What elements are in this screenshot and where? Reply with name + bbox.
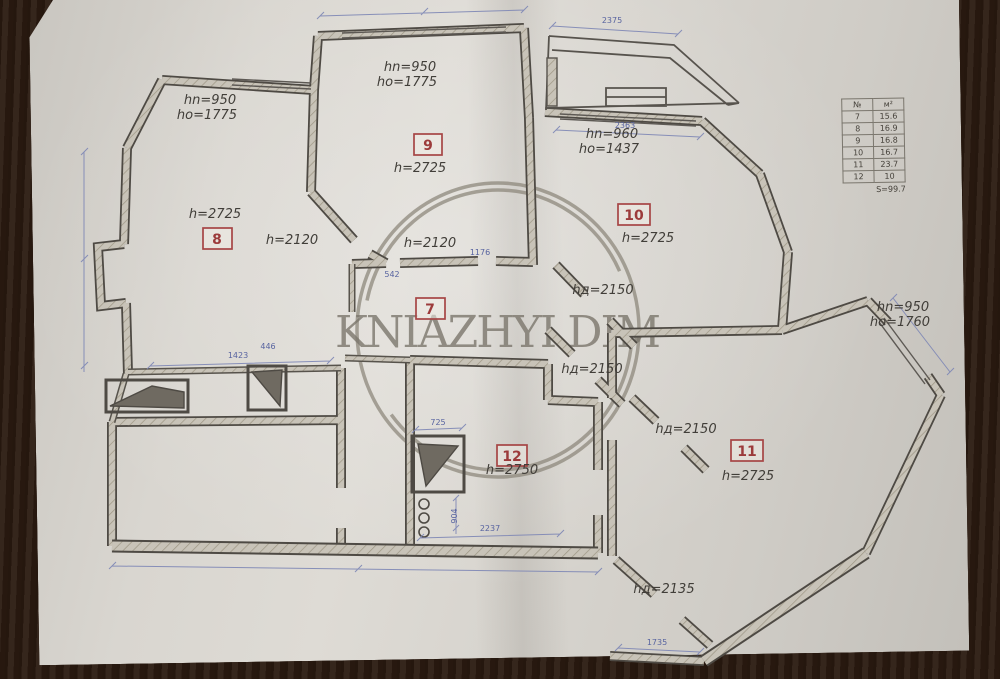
room-tag-12: 12 [496,444,528,467]
vent-shaft-frame [104,378,190,414]
door-height-label: hд=2150 [655,422,716,437]
window-label: ho=1437 [579,142,640,157]
window-label: ho=1760 [870,315,930,330]
area-table-header-cell: м² [872,97,904,111]
area-table-row: 7 15.6 [841,109,905,124]
area-table-row: 8 16.9 [842,121,905,136]
dim-number: 725 [430,418,445,427]
area-table: № м² 7 15.6 8 16.9 9 16.8 10 16.7 11 23.… [841,97,906,194]
room-height-label: h=2725 [189,207,241,222]
area-table-row: 10 16.7 [842,145,905,160]
plumbing-risers [418,498,430,538]
door-height-label: hд=2150 [572,283,633,298]
vent-shaft-frame [246,364,288,412]
room-height-label: h=2725 [622,231,674,246]
dimension-numbers: 2375 2363 1423 446 725 904 2237 1735 542… [228,16,667,647]
dim-number: 2237 [480,524,500,533]
watermark-text: KNIAZHYI DIM [335,307,665,358]
dim-number: 542 [384,270,399,279]
dim-number: 904 [450,508,459,523]
dim-number: 446 [260,342,275,351]
vent-shafts [104,364,466,538]
balcony-outline [545,35,740,111]
room-tag-7: 7 [415,297,446,320]
dimension-lines [80,5,955,656]
corridor-height-label: h=2120 [266,233,318,248]
room-height-label: h=2120 [404,236,456,251]
svg-text:11: 11 [737,444,756,460]
dim-number: 1735 [647,638,667,647]
door-height-label: hд=2150 [561,362,622,377]
room-tag-10: 10 [617,203,651,226]
area-table-total: S=99.7 [876,184,906,194]
svg-text:9: 9 [423,138,433,154]
svg-text:8: 8 [212,232,222,248]
vent-shaft-fill [250,369,283,408]
room-height-label: h=2725 [394,161,446,176]
area-table-row: 11 23.7 [842,157,905,172]
svg-text:12: 12 [502,449,521,465]
height-labels: h=2725 h=2725 h=2725 h=2725 h=2750 h=212… [189,161,774,597]
window-label: ho=1775 [377,75,437,90]
svg-text:7: 7 [425,302,435,318]
room-height-label: h=2725 [722,469,774,484]
window-label: ho=1775 [177,108,237,123]
area-table-row: 9 16.8 [842,133,905,148]
vent-shaft-fill [109,385,185,409]
window-label: hn=950 [384,60,436,75]
window-label: hn=950 [877,300,929,315]
room-tag-9: 9 [413,133,443,156]
area-table-row: 12 10 [842,169,906,184]
window-label: hn=950 [184,93,236,108]
room-height-label: h=2750 [486,463,538,478]
window-label: hn=960 [586,127,638,142]
door-height-label: hд=2135 [633,582,694,597]
dim-number: 2375 [602,16,622,25]
dim-number: 1423 [228,351,248,360]
svg-text:10: 10 [624,208,644,224]
room-tags: 9 10 8 7 11 12 [202,133,764,467]
dim-number: 2363 [615,121,635,130]
vent-shaft-frame [410,434,466,494]
room-tag-11: 11 [730,439,764,462]
area-table-header-cell: № [841,98,873,112]
window-labels: hn=950 ho=1775 hn=950 ho=1775 hn=960 ho=… [177,60,930,330]
balcony-pier [546,57,558,107]
area-table-header: № м² [841,97,904,112]
room-tag-8: 8 [202,227,233,250]
window-lines [231,26,931,385]
vent-shaft-fill [417,443,460,488]
dim-number: 1176 [470,248,490,257]
